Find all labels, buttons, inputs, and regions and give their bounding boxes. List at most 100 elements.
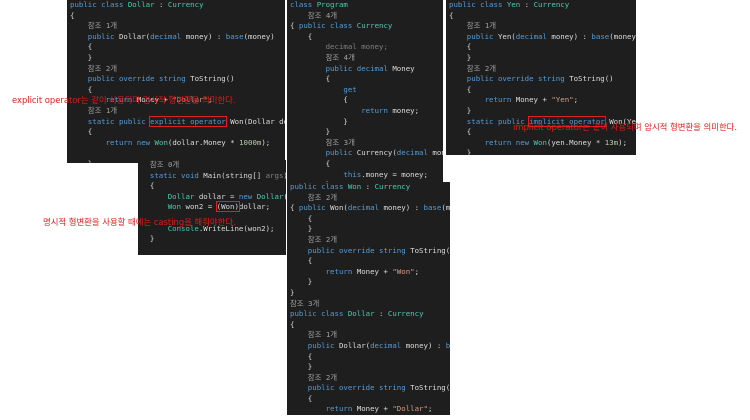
code-token: Dollar( bbox=[118, 31, 151, 41]
code-line: public class Yen : Currency bbox=[449, 0, 636, 11]
code-token: Won bbox=[154, 137, 168, 147]
code-token: public decimal bbox=[290, 63, 393, 73]
code-token: 참조 2개 bbox=[290, 372, 338, 382]
code-line: 참조 3개 bbox=[290, 299, 450, 310]
code-line bbox=[70, 148, 285, 159]
code-token: ToString() bbox=[410, 245, 450, 255]
code-token: return bbox=[290, 105, 393, 115]
code-token: Currency bbox=[374, 182, 411, 191]
code-panel-main: 참조 0개 static void Main(string[] args) { … bbox=[138, 160, 286, 255]
code-token: decimal bbox=[370, 340, 402, 350]
code-token: base bbox=[445, 340, 450, 350]
code-line: { bbox=[290, 95, 443, 106]
code-line: return new Won(yen.Money * 13m); bbox=[449, 138, 636, 149]
code-token: { bbox=[290, 74, 331, 84]
code-token: { bbox=[70, 127, 93, 137]
code-line: 참조 1개 bbox=[70, 106, 285, 117]
code-token: .money = money; bbox=[361, 169, 428, 179]
code-token: Console bbox=[141, 223, 199, 233]
code-token: { bbox=[449, 127, 472, 137]
code-token: return new bbox=[70, 137, 155, 147]
code-token: Dollar bbox=[141, 191, 195, 201]
code-line: { bbox=[290, 74, 443, 85]
code-token: } bbox=[290, 116, 348, 126]
highlighted-token: explicit operator bbox=[149, 115, 227, 127]
code-token: ; bbox=[427, 404, 433, 414]
code-token: } bbox=[290, 180, 330, 182]
code-line: { bbox=[70, 127, 285, 138]
code-token: 참조 3개 bbox=[290, 137, 355, 147]
code-token: } bbox=[449, 148, 472, 155]
code-token: Yen( bbox=[497, 31, 516, 41]
code-line: } bbox=[449, 148, 636, 155]
code-token: Money + bbox=[356, 266, 393, 276]
code-token: money; bbox=[392, 105, 420, 115]
code-line: 참조 4개 bbox=[290, 11, 443, 22]
code-token: { bbox=[290, 158, 331, 168]
code-panel-won: public class Won : Currency 참조 2개{ publi… bbox=[287, 182, 450, 415]
code-token: } bbox=[290, 277, 313, 287]
code-token: base bbox=[225, 31, 244, 41]
code-token: Money + bbox=[136, 95, 173, 105]
code-token: return bbox=[290, 266, 357, 276]
code-token: } bbox=[449, 52, 472, 62]
code-line: decimal money; bbox=[290, 42, 443, 53]
code-token: Money + bbox=[356, 404, 393, 414]
code-line: static public implicit operator Won(Yen … bbox=[449, 115, 636, 128]
code-token: 참조 0개 bbox=[141, 160, 180, 169]
code-token: { bbox=[290, 319, 295, 329]
code-token: Money + bbox=[515, 95, 552, 105]
code-block: public class Dollar : Currency{ 참조 1개 pu… bbox=[67, 0, 285, 163]
code-token: { bbox=[449, 42, 472, 52]
code-panel-yen: public class Yen : Currency{ 참조 1개 publi… bbox=[446, 0, 636, 155]
code-token: Currency bbox=[356, 21, 393, 31]
code-token: { bbox=[290, 31, 313, 41]
code-line: 참조 2개 bbox=[290, 373, 450, 384]
code-token: ; bbox=[414, 266, 420, 276]
code-token: public bbox=[290, 340, 339, 350]
code-token: money) : bbox=[546, 31, 592, 41]
code-line: { bbox=[70, 42, 285, 53]
code-line: { public class Currency bbox=[290, 21, 443, 32]
code-line: 참조 1개 bbox=[70, 21, 285, 32]
code-token: { bbox=[70, 42, 93, 52]
code-token: args bbox=[265, 170, 284, 180]
code-token: } bbox=[449, 105, 472, 115]
code-token: { bbox=[449, 10, 454, 20]
code-token: "Dollar" bbox=[392, 404, 428, 414]
code-line: { bbox=[449, 42, 636, 53]
code-token: ToString() bbox=[569, 74, 614, 84]
code-token: decimal bbox=[290, 42, 362, 52]
code-token: Dollar bbox=[347, 309, 375, 319]
code-token: Currency bbox=[387, 309, 424, 319]
code-token: return bbox=[70, 95, 137, 105]
code-line: { public Won(decimal money) : base(money… bbox=[290, 203, 450, 214]
code-token: ToString() bbox=[190, 74, 235, 84]
code-line: return Money + "Won"; bbox=[290, 267, 450, 278]
code-token: 참조 3개 bbox=[290, 298, 320, 308]
code-token: Money bbox=[392, 63, 415, 73]
code-token: } bbox=[290, 127, 331, 137]
code-token: } bbox=[70, 159, 92, 163]
code-token: public override string bbox=[290, 383, 411, 393]
code-token: (1); bbox=[283, 192, 286, 201]
code-line: Console.WriteLine(won2); bbox=[141, 224, 286, 235]
code-line: public Yen(decimal money) : base(money) bbox=[449, 32, 636, 43]
code-token: base bbox=[591, 31, 610, 41]
code-token: : bbox=[154, 0, 168, 9]
code-line: } bbox=[290, 127, 443, 138]
implicit-operator-note: implicit operator는 같이 사용되며 암시적 형변환을 의미한다… bbox=[513, 122, 738, 132]
code-token: decimal bbox=[347, 203, 380, 213]
code-token: 1000m bbox=[239, 137, 262, 147]
code-block: 참조 0개 static void Main(string[] args) { … bbox=[138, 160, 286, 245]
code-line: { bbox=[70, 85, 285, 96]
code-token: (money) bbox=[441, 203, 450, 213]
code-token: { bbox=[290, 393, 313, 403]
code-line: { bbox=[290, 352, 450, 363]
code-line: 참조 1개 bbox=[290, 330, 450, 341]
code-token: new bbox=[238, 191, 257, 201]
code-line: return new Won(dollar.Money * 1000m); bbox=[70, 138, 285, 149]
code-line: 참조 1개 bbox=[449, 21, 636, 32]
code-line: public Dollar(decimal money) : base(mone… bbox=[70, 32, 285, 43]
code-line: 참조 0개 bbox=[141, 160, 286, 171]
